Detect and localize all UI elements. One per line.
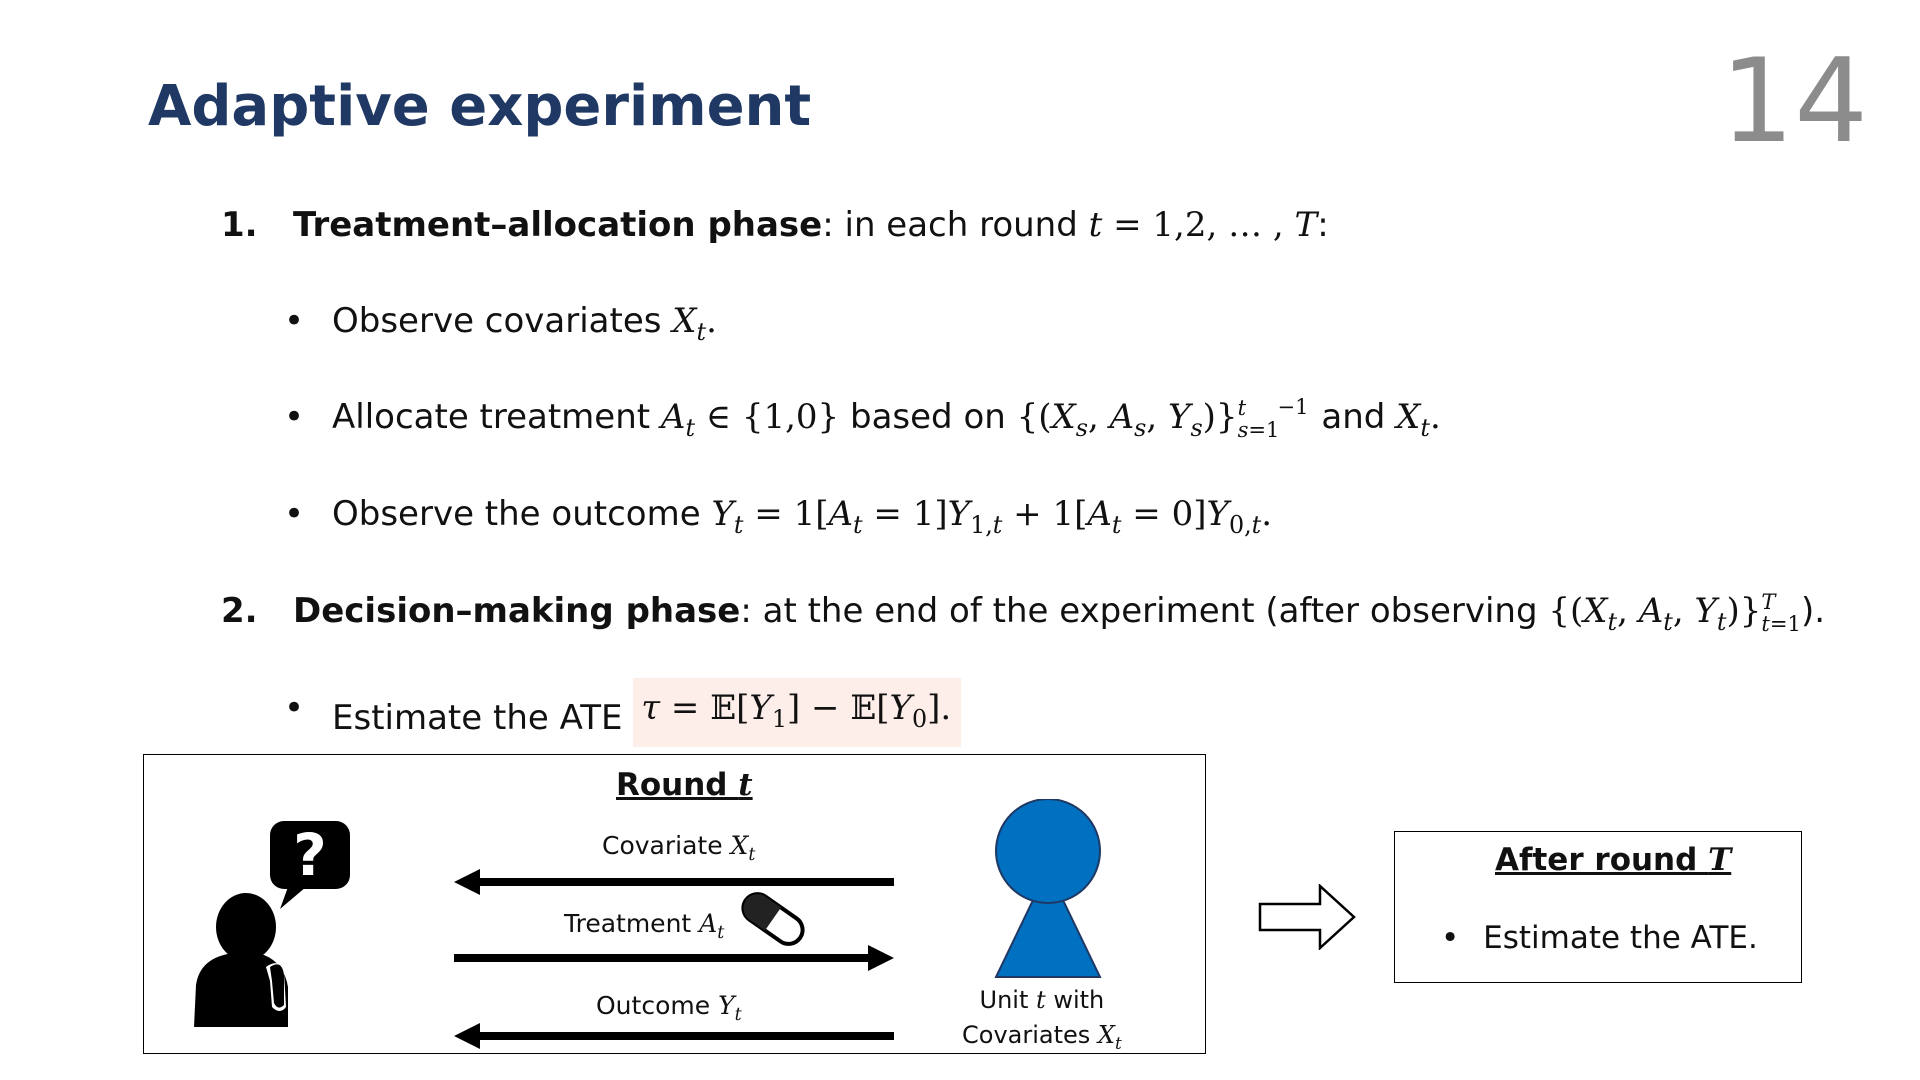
bullet-dot: • [284, 688, 305, 728]
step-1-text: : in each round [822, 205, 1078, 245]
outcome-label: Outcome Yt [596, 991, 742, 1025]
step-2-label: Decision–making phase [293, 591, 741, 632]
treatment-arrow [454, 945, 894, 971]
allocate-and: and [1321, 397, 1386, 438]
after-round-box: After round T • Estimate the ATE. [1394, 831, 1802, 983]
step-1-number: 1. [221, 205, 258, 245]
treatment-label: Treatment At [564, 909, 725, 943]
step-2-number: 2. [221, 591, 258, 631]
unit-person-icon [994, 799, 1102, 978]
slide-title: Adaptive experiment [148, 74, 812, 139]
bullet-dot: • [1441, 920, 1460, 956]
step-2-suffix: ). [1800, 591, 1826, 632]
page-number: 14 [1720, 34, 1868, 169]
unit-caption: Unit t with Covariates Xt [962, 986, 1122, 1053]
step-1-math: t = 1,2, … , T [1088, 205, 1318, 245]
bullet-dot: • [284, 494, 305, 534]
after-round-bullet: • Estimate the ATE. [1441, 920, 1758, 956]
bullet-dot: • [284, 397, 305, 437]
estimate-ate-text: Estimate the ATE [332, 698, 623, 738]
step-2-text: : at the end of the experiment (after ob… [740, 591, 1538, 632]
svg-text:?: ? [293, 821, 327, 889]
allocate-based-on: based on [850, 397, 1006, 438]
round-title: Round t [616, 767, 753, 803]
thinking-person-icon: ? [194, 821, 350, 1027]
allocate-math-1: At ∈ {1,0} [660, 397, 840, 442]
ate-formula: τ = 𝔼[Y1] − 𝔼[Y0]. [633, 678, 962, 747]
step-1-suffix: : [1317, 205, 1329, 245]
after-round-title: After round T [1495, 842, 1732, 878]
allocate-math-3: Xt. [1396, 397, 1441, 442]
pill-icon [741, 892, 805, 946]
next-arrow-icon [1258, 884, 1356, 950]
covariate-arrow [454, 869, 894, 895]
outcome-arrow [454, 1023, 894, 1049]
step-1-label: Treatment–allocation phase [293, 205, 823, 245]
observe-outcome-text: Observe the outcome [332, 494, 701, 534]
outcome-math: Yt = 1[At = 1]Y1,t + 1[At = 0]Y0,t. [711, 494, 1273, 539]
allocate-text: Allocate treatment [332, 397, 651, 438]
covariates-math: Xt. [672, 301, 717, 346]
covariate-label: Covariate Xt [602, 831, 756, 865]
round-diagram: Round t ? Covariate Xt Treatment At Outc… [143, 754, 1206, 1054]
observe-covariates-text: Observe covariates [332, 301, 662, 341]
bullet-dot: • [284, 301, 305, 341]
